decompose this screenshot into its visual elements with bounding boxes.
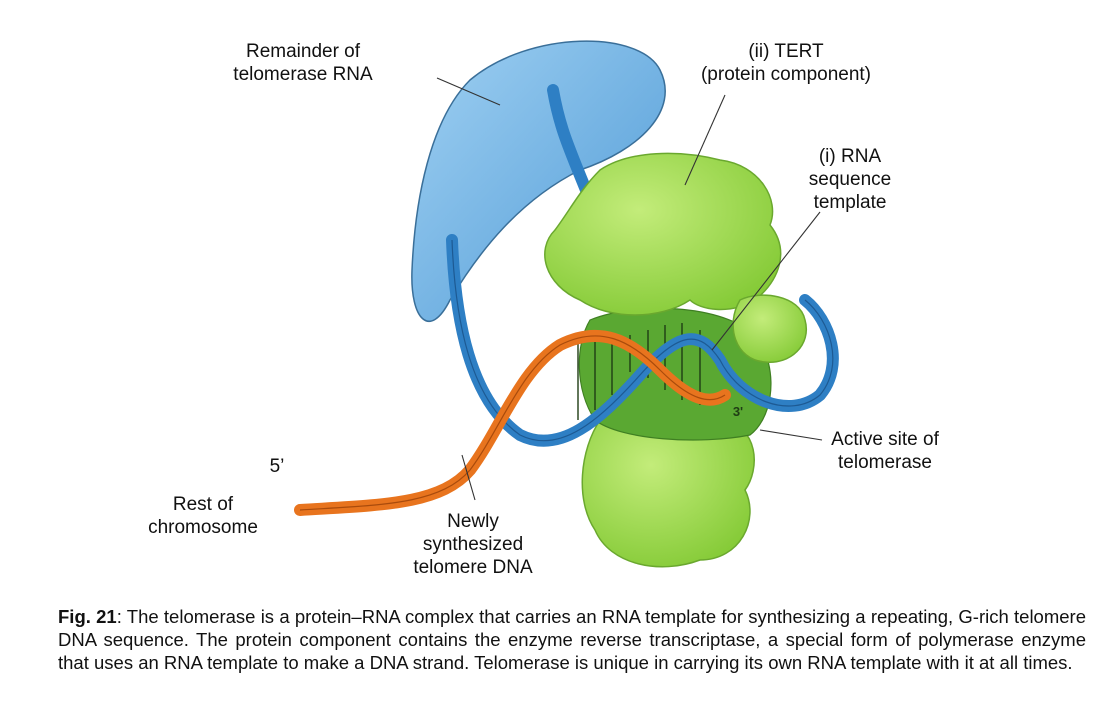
dna-strand-edge (299, 335, 726, 511)
rna-blob (411, 40, 666, 322)
leader-lines (436, 77, 823, 501)
label-rest-chromosome: Rest of chromosome (148, 494, 258, 538)
figure-number: Fig. 21 (58, 606, 117, 627)
telomerase-diagram (294, 40, 839, 568)
protein-upper-tert (544, 152, 782, 316)
protein-right-knob (732, 294, 808, 363)
label-newly-synthesized: Newly synthesized telomere DNA (413, 511, 533, 578)
figure-caption: Fig. 21: The telomerase is a protein–RNA… (58, 605, 1086, 674)
label-remainder-rna: Remainder of telomerase RNA (233, 41, 373, 85)
rna-strand-helix-edge (451, 239, 834, 442)
label-active-site: Active site of telomerase (831, 429, 939, 473)
rna-strand-upper (547, 84, 596, 206)
label-rna-template: (i) RNA sequence template (808, 146, 892, 213)
caption-text: : The telomerase is a protein–RNA comple… (58, 606, 1086, 673)
label-three-prime: 3' (732, 404, 744, 419)
label-five-prime: 5’ (269, 456, 285, 477)
label-tert: (ii) TERT (protein component) (700, 41, 872, 85)
